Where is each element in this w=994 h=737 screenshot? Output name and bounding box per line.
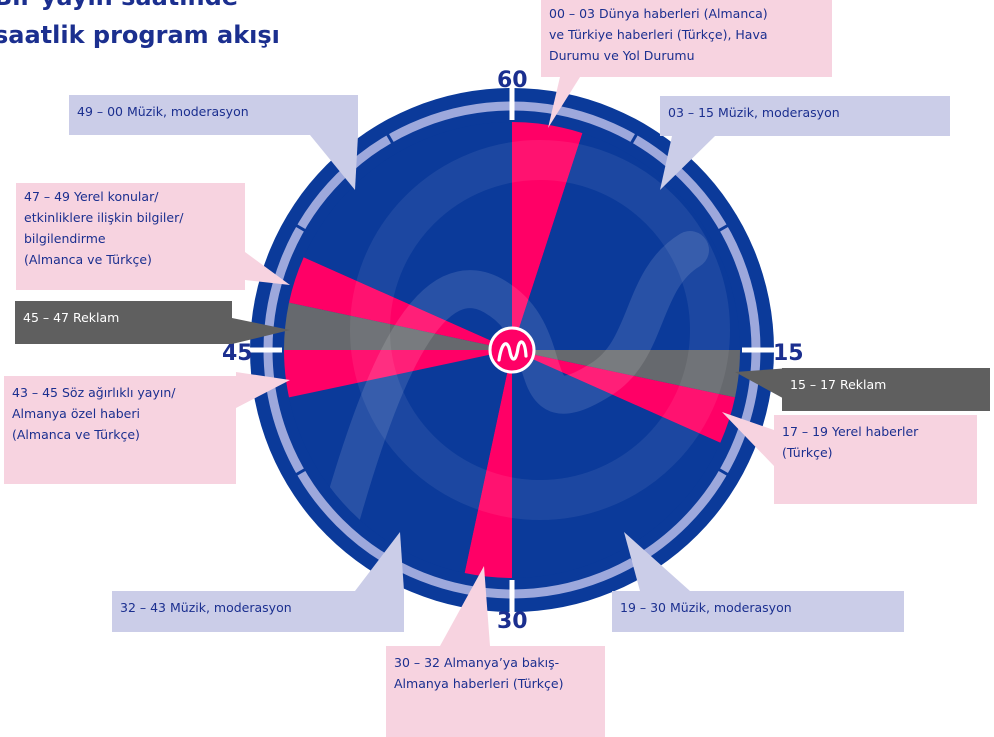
band-tick xyxy=(295,468,306,476)
sector-19-30-music xyxy=(512,350,721,578)
sector-43-45-news xyxy=(284,350,512,398)
band-tick xyxy=(718,468,729,476)
label-17-19-local-news: 17 – 19 Yerel haberler (Türkçe) xyxy=(774,415,977,504)
sector-32-43-music xyxy=(288,350,512,574)
sector-15-17-ad xyxy=(512,350,740,398)
label-00-03-news: 00 – 03 Dünya haberleri (Almanca) ve Tür… xyxy=(541,0,832,77)
title-line-1: Bir yayın saatinde xyxy=(0,0,414,16)
label-47-49-local-topics: 47 – 49 Yerel konular/ etkinliklere iliş… xyxy=(16,183,245,290)
label-19-30-music: 19 – 30 Müzik, moderasyon xyxy=(612,591,904,632)
sector-49-60-music xyxy=(303,122,512,350)
sector-47-49-news xyxy=(288,257,512,350)
label-15-17-ad: 15 – 17 Reklam xyxy=(782,368,990,411)
quarter-marks xyxy=(250,88,774,612)
label-03-15-music: 03 – 15 Müzik, moderasyon xyxy=(660,96,950,136)
label-32-43-music: 32 – 43 Müzik, moderasyon xyxy=(112,591,404,632)
label-49-00-music: 49 – 00 Müzik, moderasyon xyxy=(69,95,358,135)
sector-17-19-news xyxy=(512,350,736,443)
sector-30-32-news xyxy=(464,350,512,578)
sector-0-3-news xyxy=(512,122,583,350)
clock-number-60: 60 xyxy=(497,68,528,93)
band-tick xyxy=(718,224,729,232)
clock-number-45: 45 xyxy=(222,341,253,366)
title-line-2: saatlik program akışı xyxy=(0,21,280,49)
band-tick xyxy=(630,133,638,144)
sector-3-15-music xyxy=(512,133,740,350)
band-tick xyxy=(386,133,394,144)
label-43-45-spoken: 43 – 45 Söz ağırlıklı yayın/ Almanya öze… xyxy=(4,376,236,484)
band-tick xyxy=(295,224,306,232)
program-sectors xyxy=(284,122,740,578)
clock-number-30: 30 xyxy=(497,609,528,634)
clock-number-15: 15 xyxy=(773,341,804,366)
sector-45-47-ad xyxy=(284,302,512,350)
center-logo-icon xyxy=(488,326,536,374)
label-45-47-ad: 45 – 47 Reklam xyxy=(15,301,232,344)
diagram-title: Bir yayın saatinde saatlik program akışı xyxy=(0,0,414,54)
label-30-32-germany-news: 30 – 32 Almanya’ya bakış- Almanya haberl… xyxy=(386,646,605,737)
